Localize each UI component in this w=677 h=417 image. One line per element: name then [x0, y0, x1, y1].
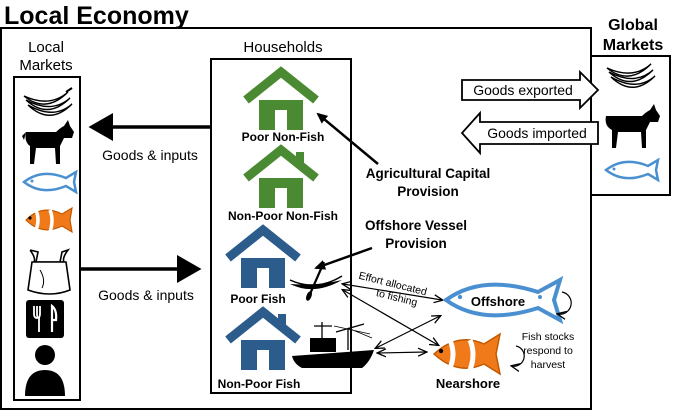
household-label-non-poor-fish: Non-Poor Fish	[218, 377, 301, 391]
page-title: Local Economy	[4, 2, 189, 30]
person-icon	[25, 345, 65, 396]
vessel-provision-label-2: Provision	[385, 236, 447, 251]
goods-inputs-label-bottom: Goods & inputs	[98, 287, 194, 303]
local-markets-title-1: Local	[28, 39, 64, 56]
banana-icon	[23, 87, 73, 116]
effort-arrow-boat-nearshore	[378, 352, 426, 353]
goods-imported-arrow	[460, 110, 599, 156]
clownfish-icon	[25, 206, 73, 234]
local-economy-frame	[0, 27, 592, 410]
agri-capital-label-1: Agricultural Capital	[366, 166, 491, 181]
vessel-provision-label-1: Offshore Vessel	[365, 218, 467, 233]
house-poor-non-fish-icon	[243, 66, 319, 130]
house-non-poor-non-fish-icon	[243, 144, 319, 208]
plastic-bag-icon	[27, 248, 71, 295]
offshore-fish-icon	[442, 275, 564, 325]
households-title: Households	[243, 39, 322, 56]
offshore-dot	[538, 295, 542, 299]
goat-global-icon	[605, 104, 660, 148]
banana-global-icon	[606, 63, 656, 88]
agri-capital-label-2: Provision	[397, 184, 459, 199]
global-markets-title-1: Global	[608, 17, 658, 34]
goods-exported-arrow	[461, 69, 600, 111]
effort-arrow-boat-offshore	[376, 316, 440, 348]
nearshore-stock-cycle-arrow	[512, 345, 525, 366]
households-box	[210, 58, 352, 394]
offshore-label: Offshore	[471, 294, 525, 309]
goods-inputs-label-top: Goods & inputs	[102, 147, 198, 163]
household-label-non-poor-non-fish: Non-Poor Non-Fish	[228, 209, 338, 223]
household-label-poor-non-fish: Poor Non-Fish	[242, 130, 325, 144]
vessel-provision-arrow	[314, 246, 373, 270]
fish-icon	[21, 169, 78, 195]
agri-capital-arrow	[316, 112, 379, 165]
house-poor-fish-icon	[225, 224, 301, 288]
house-non-poor-fish-icon	[225, 306, 301, 370]
nearshore-fish-icon	[432, 332, 502, 376]
fish-global-icon	[603, 157, 660, 183]
goods-imported-label: Goods imported	[487, 125, 587, 141]
household-label-poor-fish: Poor Fish	[230, 292, 285, 306]
local-markets-title-2: Markets	[19, 57, 72, 74]
fishing-boat-icon	[292, 322, 374, 368]
stocks-label-3: harvest	[531, 359, 566, 371]
local-markets-box	[13, 76, 81, 401]
offshore-stock-cycle-arrow	[558, 291, 572, 314]
global-markets-title-2: Markets	[603, 37, 664, 54]
stocks-label-2: respond to	[523, 345, 573, 357]
nearshore-label: Nearshore	[436, 376, 500, 391]
restaurant-icon	[26, 300, 64, 338]
goods-exported-label: Goods exported	[473, 82, 573, 98]
stocks-label-1: Fish stocks	[522, 331, 575, 343]
goat-icon	[22, 120, 74, 164]
